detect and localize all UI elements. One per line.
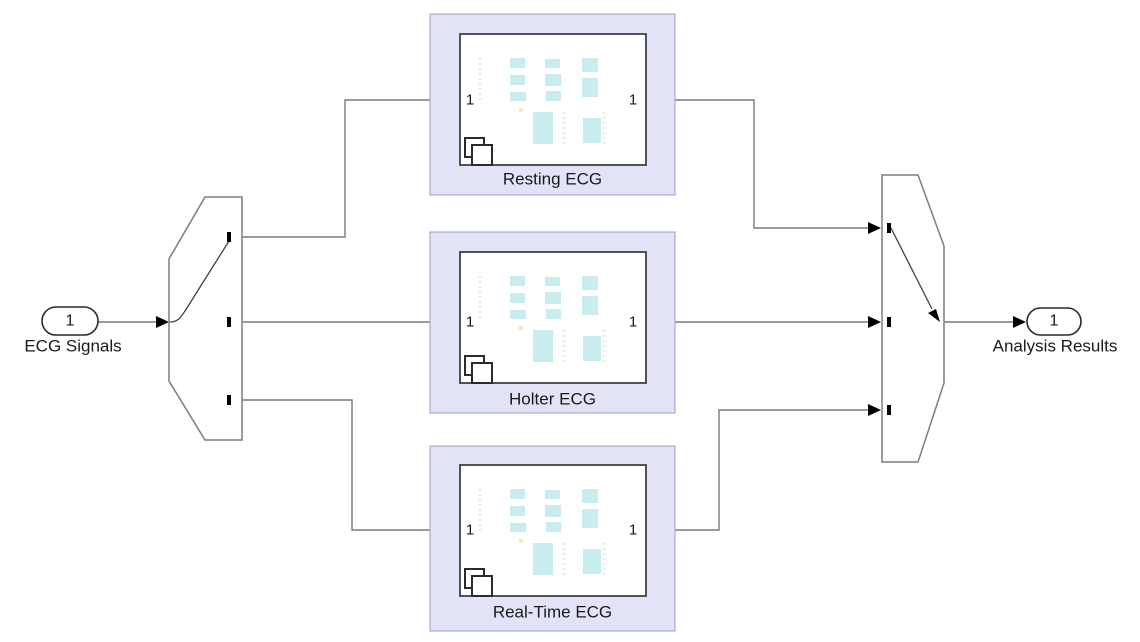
subsystem-input-port-label: 1: [466, 522, 474, 539]
wire-arrowhead: [868, 404, 881, 416]
subsystem-holter-ecg[interactable]: 1 1 Holter ECG: [429, 231, 676, 414]
inport-oval[interactable]: [41, 306, 99, 336]
subsystem-resting-ecg[interactable]: 1 1 Resting ECG: [429, 13, 676, 196]
subsystem-output-port-label: 1: [629, 314, 637, 331]
wire-arrowhead: [868, 316, 881, 328]
switch-selection-line: [890, 227, 933, 310]
subsystem-output-port-label: 1: [629, 92, 637, 109]
wire-arrowhead: [1013, 316, 1026, 328]
output-port-tick: [227, 232, 231, 242]
wire-switch-to-resting[interactable]: [242, 99, 447, 238]
inport-block[interactable]: 1 ECG Signals: [24, 306, 122, 356]
subsystem-output-port-label: 1: [629, 522, 637, 539]
subsystem-input-port-label: 1: [466, 92, 474, 109]
subsystem-input-port-label: 1: [466, 314, 474, 331]
wire-realtime-to-merge[interactable]: [646, 409, 868, 531]
output-port-tick: [227, 395, 231, 405]
outport-block[interactable]: 1 Analysis Results: [993, 307, 1118, 356]
input-port-tick: [887, 223, 891, 233]
input-port-tick: [887, 405, 891, 415]
input-port-tick: [887, 317, 891, 327]
wire-switch-to-realtime[interactable]: [242, 399, 447, 531]
subsystem-name: Resting ECG: [503, 170, 602, 189]
output-switch-block[interactable]: [881, 174, 945, 463]
inport-number: 1: [66, 313, 75, 330]
subsystem-realtime-ecg[interactable]: 1 1 Real-Time ECG: [429, 445, 676, 632]
inport-label: ECG Signals: [24, 337, 121, 356]
outport-label: Analysis Results: [993, 337, 1118, 356]
switch-selection-line: [169, 240, 230, 323]
wire-arrowhead: [156, 316, 169, 328]
wire-resting-to-merge[interactable]: [646, 99, 868, 229]
switch-body[interactable]: [168, 196, 243, 441]
output-port-tick: [227, 317, 231, 327]
outport-number: 1: [1050, 313, 1059, 330]
wire-arrowhead: [868, 222, 881, 234]
switch-body[interactable]: [881, 174, 945, 463]
switch-selection-arrowhead: [928, 309, 940, 322]
outport-oval[interactable]: [1026, 307, 1082, 336]
input-switch-block[interactable]: [168, 196, 243, 441]
subsystem-name: Holter ECG: [509, 390, 596, 409]
subsystem-name: Real-Time ECG: [493, 603, 612, 622]
